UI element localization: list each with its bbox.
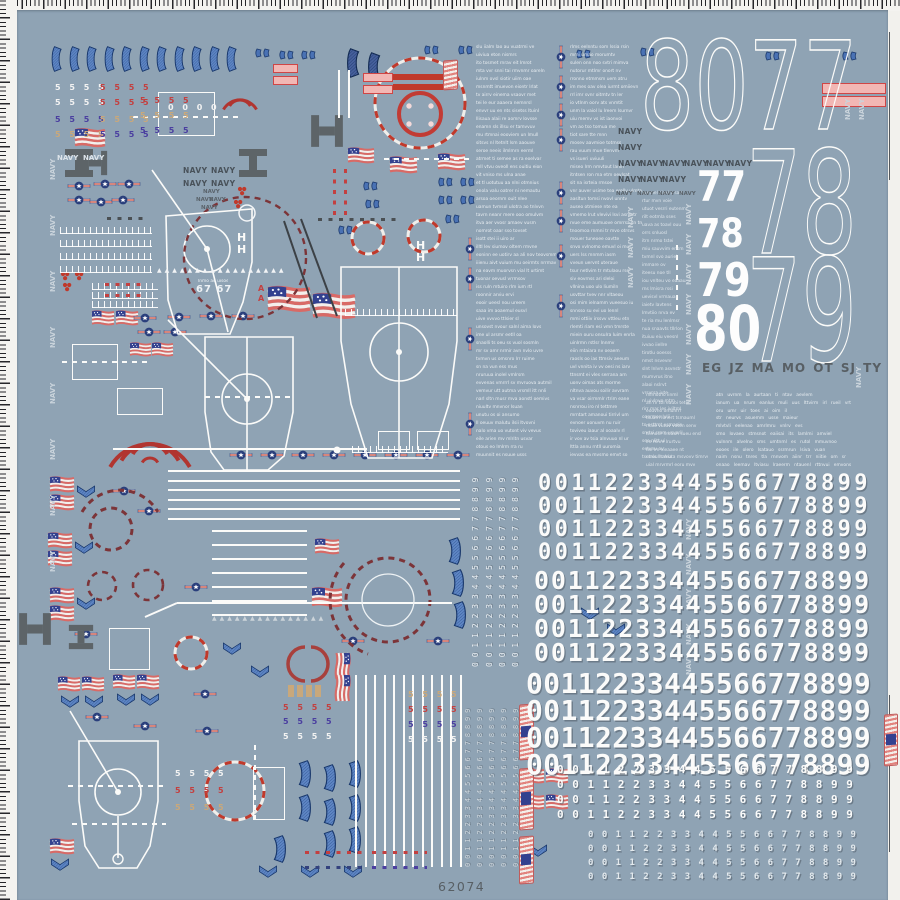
decal-sheet bbox=[17, 10, 888, 900]
registration-ruler-left bbox=[0, 0, 17, 900]
bar-decal bbox=[889, 695, 890, 852]
bar-decal bbox=[889, 32, 890, 180]
registration-ruler-top bbox=[0, 0, 900, 11]
